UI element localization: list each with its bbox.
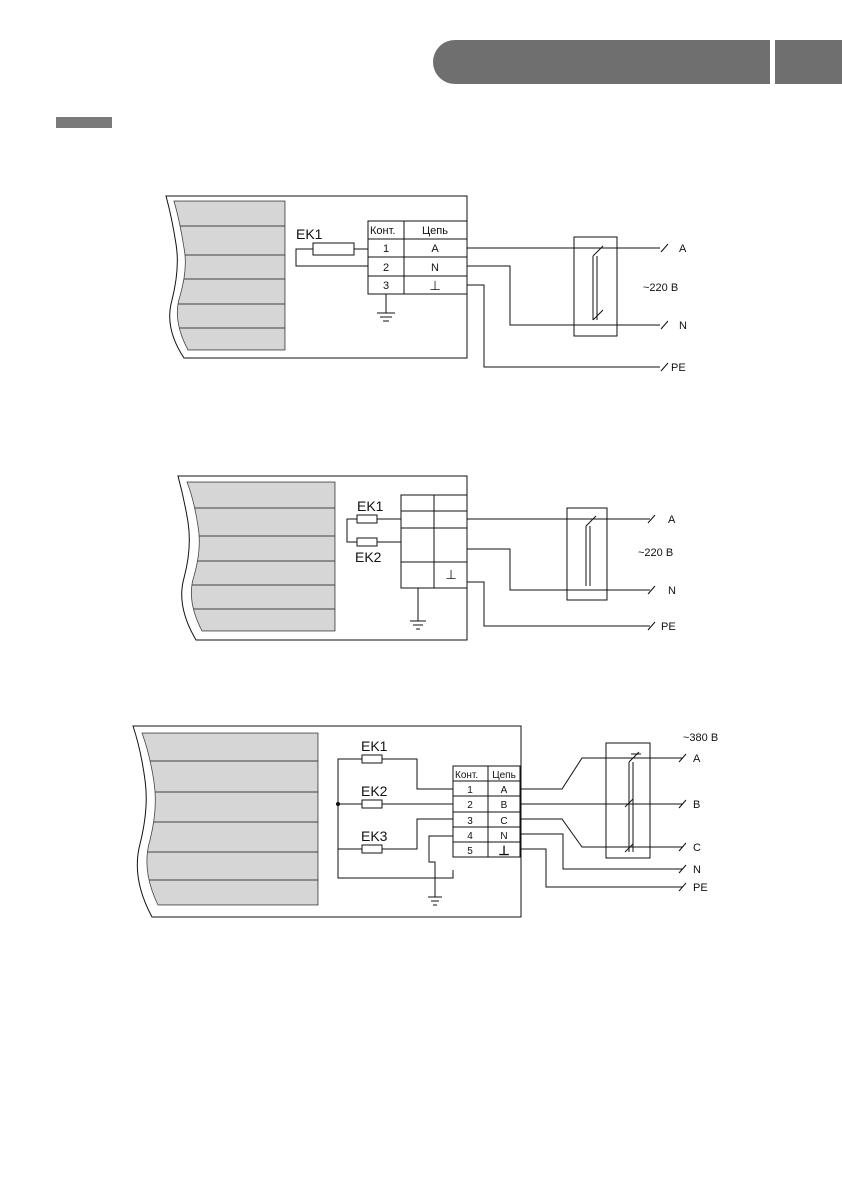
voltage-label: ~220 В	[643, 282, 678, 294]
section-marker	[56, 117, 112, 128]
table-cell: 2	[467, 800, 473, 811]
terminal-label-n: N	[693, 864, 701, 876]
terminal-markers-2	[647, 514, 656, 631]
table-cell: N	[500, 831, 507, 842]
resistor-ek2	[361, 799, 383, 809]
table-cell: B	[501, 800, 508, 811]
terminal-label-pe: PE	[661, 621, 676, 633]
terminal-label-b: B	[693, 799, 700, 811]
table-cell: 3	[467, 816, 473, 827]
terminal-label-n: N	[679, 320, 687, 332]
diagram-2: EK1 EK2 ⊥	[177, 475, 676, 641]
resistor-ek3	[361, 844, 383, 854]
ground-symbol: ⊥	[429, 278, 440, 293]
heating-panel-2	[187, 482, 335, 631]
resistor-ek2	[356, 537, 378, 547]
table-header-circuit: Цепь	[422, 225, 448, 237]
table-cell: 2	[383, 262, 389, 274]
terminal-label-c: C	[693, 842, 701, 854]
terminal-label-a: A	[679, 243, 687, 255]
terminal-markers-3	[678, 753, 687, 892]
resistor-ek1	[361, 754, 383, 764]
table-cell: N	[431, 262, 439, 274]
heating-panel-3	[142, 733, 318, 905]
resistor-ek1	[356, 514, 378, 524]
table-header-contact: Конт.	[370, 225, 395, 237]
appliance-outline-1	[165, 195, 468, 359]
ground-symbol: ⊥	[445, 567, 456, 582]
terminal-label-n: N	[668, 585, 676, 597]
terminal-label-a: A	[693, 753, 701, 765]
resistor-label-ek1: EK1	[357, 498, 384, 514]
diagram-3: EK1 EK2 EK3 Конт. Цепь	[132, 725, 718, 918]
terminal-label-pe: PE	[671, 362, 686, 374]
resistor-ek1	[312, 242, 355, 256]
appliance-outline-2	[177, 475, 468, 641]
terminal-block-2: ⊥	[400, 494, 468, 589]
header-tab	[775, 40, 842, 84]
header-bar	[433, 40, 770, 84]
resistor-label-ek1: EK1	[296, 226, 323, 242]
table-cell: C	[500, 816, 507, 827]
table-cell: 1	[383, 243, 389, 255]
diagram-1: EK1 Конт. Цепь 1 A 2 N 3 ⊥	[165, 195, 687, 374]
voltage-label: ~220 В	[638, 547, 673, 559]
table-cell: 5	[467, 846, 473, 857]
terminal-label-a: A	[668, 514, 676, 526]
table-cell: 3	[383, 280, 389, 292]
terminal-markers-1	[660, 243, 669, 372]
circuit-breaker-2	[566, 507, 608, 601]
table-cell: A	[501, 785, 508, 796]
resistor-label-ek2: EK2	[361, 783, 388, 799]
voltage-label: ~380 В	[683, 732, 718, 744]
ground-symbol: ⊥	[498, 843, 509, 858]
table-header-contact: Конт.	[455, 770, 478, 781]
circuit-breaker-3	[605, 742, 651, 859]
table-cell: 1	[467, 785, 473, 796]
ground-3	[428, 896, 442, 906]
ground-1	[377, 294, 395, 322]
table-cell: 4	[467, 831, 473, 842]
terminal-table-1: Конт. Цепь 1 A 2 N 3 ⊥	[367, 220, 468, 295]
heating-panel-1	[174, 201, 285, 350]
circuit-breaker-1	[573, 236, 618, 337]
ground-2	[410, 588, 426, 630]
resistor-label-ek1: EK1	[361, 738, 388, 754]
terminal-label-pe: PE	[693, 882, 708, 894]
junction-dot	[336, 802, 340, 806]
terminal-table-3: Конт. Цепь 1 A 2 B 3 C 4 N 5 ⊥	[452, 765, 521, 858]
appliance-outline-3	[132, 725, 522, 918]
table-cell: A	[431, 243, 439, 255]
resistor-label-ek3: EK3	[361, 828, 388, 844]
table-header-circuit: Цепь	[492, 770, 516, 781]
resistor-label-ek2: EK2	[355, 549, 382, 565]
